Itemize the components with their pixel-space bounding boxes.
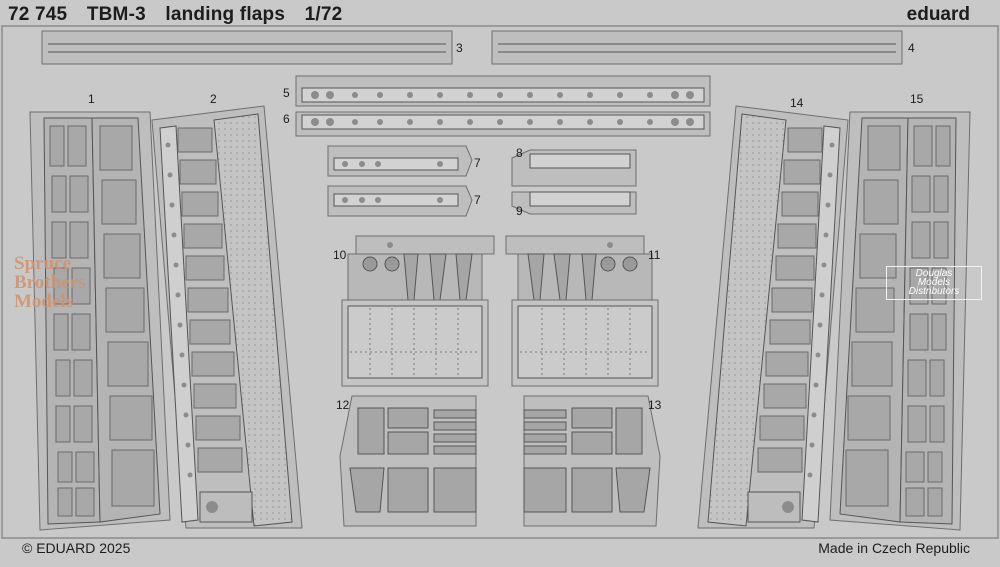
- origin-notice: Made in Czech Republic: [818, 540, 970, 556]
- part-number-8: 8: [516, 146, 523, 160]
- part-7-lower: [327, 185, 473, 217]
- watermark-right-line-3: Distributors: [908, 286, 960, 297]
- part-number-13: 13: [648, 398, 662, 412]
- part-number-1: 1: [88, 92, 95, 106]
- part-number-4: 4: [908, 41, 915, 55]
- watermark-left-line-2: Brothers: [14, 272, 86, 293]
- part-11: [505, 235, 659, 387]
- part-6: [295, 111, 711, 137]
- part-5: [295, 75, 711, 107]
- copyright-notice: © EDUARD 2025: [22, 540, 131, 556]
- part-number-10: 10: [333, 248, 347, 262]
- part-number-12: 12: [336, 398, 350, 412]
- part-number-14: 14: [790, 96, 804, 110]
- part-4: [491, 30, 903, 65]
- part-10: [341, 235, 495, 387]
- brand-logo: eduard: [906, 4, 970, 25]
- part-12: [339, 395, 477, 527]
- part-number-11: 11: [648, 248, 661, 262]
- part-7-upper: [327, 145, 473, 177]
- watermark-left-line-3: Models: [14, 291, 74, 312]
- kit-code: 72 745: [8, 4, 68, 25]
- part-13: [523, 395, 661, 527]
- part-14: [697, 105, 849, 529]
- distributor-watermark-right: Douglas Models Distributors: [886, 266, 982, 300]
- part-number-5: 5: [283, 86, 290, 100]
- watermark-right-line-1: Douglas: [915, 268, 953, 279]
- kit-aircraft: TBM-3: [86, 4, 146, 25]
- watermark-right-line-2: Models: [917, 277, 951, 288]
- part-number-15: 15: [910, 92, 924, 106]
- part-number-3: 3: [456, 41, 463, 55]
- part-2: [151, 105, 303, 529]
- part-number-2: 2: [210, 92, 217, 106]
- part-number-7-lower: 7: [474, 193, 481, 207]
- part-number-7-upper: 7: [474, 156, 481, 170]
- kit-subject: landing flaps: [165, 4, 286, 25]
- part-8: [511, 149, 637, 187]
- part-number-6: 6: [283, 112, 290, 126]
- part-number-9: 9: [516, 204, 523, 218]
- kit-scale: 1/72: [304, 4, 343, 25]
- kit-title: 72 745 TBM-3 landing flaps 1/72: [8, 4, 356, 26]
- part-1: [29, 111, 171, 531]
- part-3: [41, 30, 453, 65]
- part-9: [511, 191, 637, 215]
- part-15: [829, 111, 971, 531]
- distributor-watermark-left: Spruce Brothers Models: [14, 254, 85, 311]
- watermark-left-line-1: Spruce: [14, 253, 71, 274]
- fret-frame: [1, 25, 999, 539]
